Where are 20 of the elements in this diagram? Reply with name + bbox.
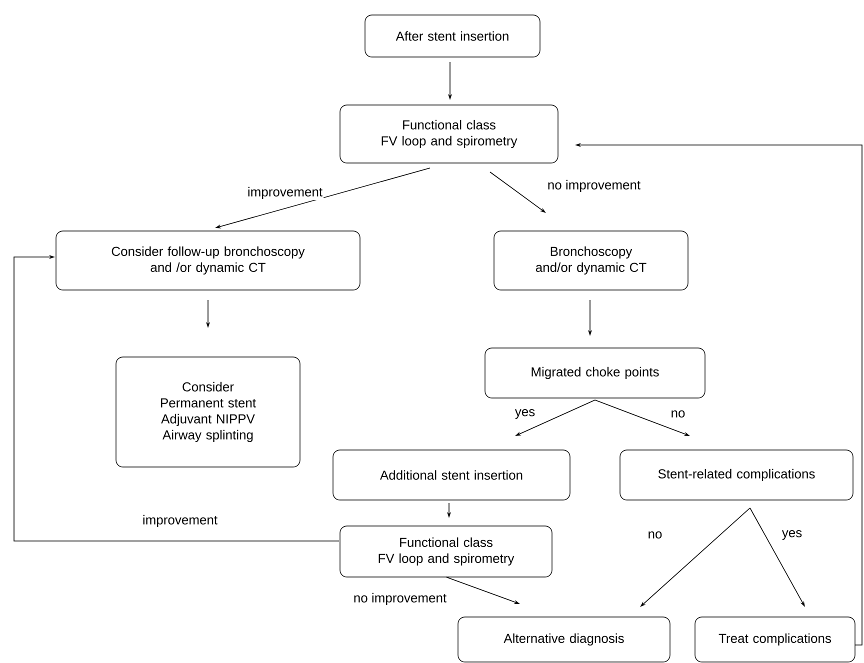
process-box: Consider follow-up bronchoscopy and /or dynamic CT	[56, 230, 360, 290]
process-box: Bronchoscopy and/or dynamic CT	[494, 230, 688, 290]
process-box: Consider Permanent stent Adjuvant NIPPV Airway splinting	[116, 356, 300, 468]
edge-label: no	[646, 530, 664, 540]
edge-label: improvement	[141, 514, 219, 528]
edge-label: yes	[780, 529, 804, 541]
edge-label: no improvement	[546, 178, 642, 194]
edge-label: improvement	[246, 186, 324, 200]
arrow	[14, 254, 340, 542]
process-box: After stent insertion	[364, 14, 540, 58]
process-box: Additional stent insertion	[332, 450, 570, 500]
process-box: Alternative diagnosis	[458, 616, 670, 662]
process-box: Migrated choke points	[484, 348, 706, 398]
edge-label: no improvement	[352, 592, 448, 606]
edge-label: yes	[514, 408, 536, 420]
process-box: Functional class FV loop and spirometry	[340, 526, 552, 578]
process-box: Treat complications	[694, 616, 856, 662]
process-box: Stent-related complications	[620, 450, 854, 500]
edge-label: no	[670, 409, 686, 419]
process-box: Functional class FV loop and spirometry	[340, 104, 558, 164]
